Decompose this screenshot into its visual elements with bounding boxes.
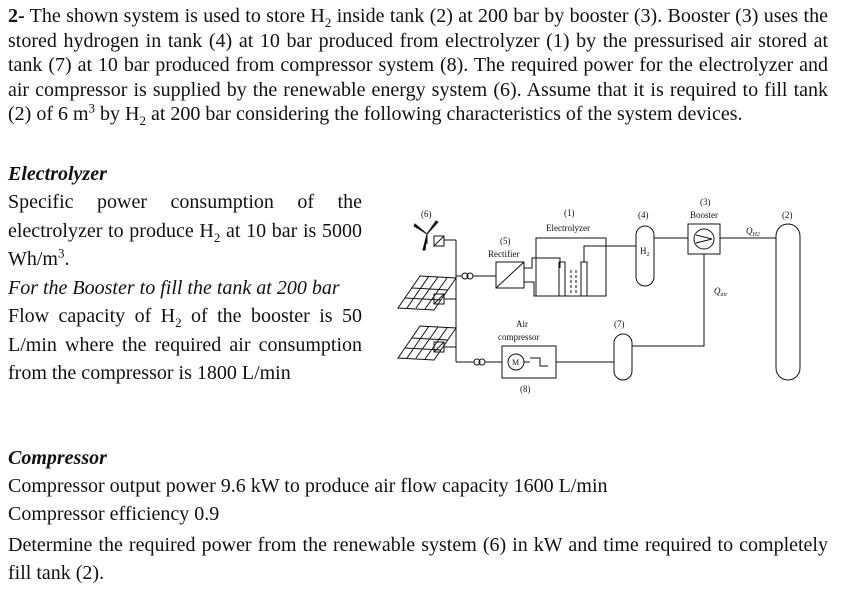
intro-text-d: at 200 bar considering the following cha… xyxy=(146,103,743,125)
problem-intro: 2- The shown system is used to store H2 … xyxy=(8,4,828,127)
device-characteristics: Electrolyzer Specific power consumption … xyxy=(8,163,362,388)
diagram-label-8: (8) xyxy=(520,384,531,394)
tank-7 xyxy=(613,333,633,381)
tank-2 xyxy=(775,223,801,381)
electrolyzer-box xyxy=(535,237,607,297)
solar-panel-icon xyxy=(397,325,457,361)
diagram-label-3: (3) xyxy=(700,197,711,207)
compressor-line-1: Compressor output power 9.6 kW to produc… xyxy=(8,475,608,497)
wind-turbine-icon xyxy=(413,220,439,251)
problem-number: 2- xyxy=(8,5,25,27)
solar-panel-icon xyxy=(397,275,457,311)
diagram-label-air: Air xyxy=(516,319,528,329)
intro-sup-3: 3 xyxy=(88,100,96,116)
compressor-heading: Compressor xyxy=(8,447,107,469)
compressor-line-2: Compressor efficiency 0.9 xyxy=(8,503,220,525)
booster-text: Flow capacity of H2 of the booster is 50… xyxy=(8,302,362,388)
diagram-label-5: (5) xyxy=(500,236,511,246)
rectifier-box xyxy=(495,261,525,289)
diagram-label-motor: M xyxy=(512,358,519,367)
booster-text-b: of the booster is 50 L/min where the req… xyxy=(8,305,362,384)
diagram-label-booster: Booster xyxy=(690,210,718,220)
electrolyzer-sub: 2 xyxy=(213,229,221,245)
electrolyzer-sup: 3 xyxy=(58,245,65,261)
tank-4 xyxy=(635,225,655,287)
diagram-label-compressor: compressor xyxy=(498,332,540,342)
electrolyzer-text-b: at 10 bar is 5000 Wh/m xyxy=(8,219,362,271)
question-text: Determine the required power from the re… xyxy=(8,534,828,584)
diagram-label-7: (7) xyxy=(614,319,625,329)
intro-sub-1: 2 xyxy=(324,15,332,30)
diagram-label-1: (1) xyxy=(564,208,575,218)
intro-text-a: The shown system is used to store H xyxy=(24,5,325,27)
diagram-label-4: (4) xyxy=(638,210,649,220)
electrolyzer-text: Specific power consumption of the electr… xyxy=(8,188,362,274)
diagram-label-2: (2) xyxy=(782,210,793,220)
diagram-label-qh2: QH2 xyxy=(746,226,760,238)
intro-text-b: inside tank (2) at 200 bar by booster (3… xyxy=(8,5,828,125)
electrolyzer-text-a: Specific power consumption of the electr… xyxy=(8,191,362,242)
diagram-label-qair: Qair xyxy=(714,286,728,298)
electrolyzer-text-c: . xyxy=(64,248,70,270)
booster-sub: 2 xyxy=(175,315,182,330)
diagram-label-electrolyzer: Electrolyzer xyxy=(546,223,590,233)
system-diagram: (6) (1) Electrolyzer (5) Rectifier (4) H… xyxy=(397,197,801,394)
intro-sub-2: 2 xyxy=(139,113,147,128)
diagram-label-h2-tank: H2 xyxy=(640,246,650,258)
electrolyzer-heading: Electrolyzer xyxy=(8,163,107,185)
booster-text-a: Flow capacity of H xyxy=(8,305,176,327)
diagram-label-rectifier: Rectifier xyxy=(488,249,519,259)
diagram-label-6: (6) xyxy=(421,209,432,219)
intro-text-c: by H xyxy=(95,103,140,125)
booster-heading: For the Booster to fill the tank at 200 … xyxy=(8,276,340,299)
